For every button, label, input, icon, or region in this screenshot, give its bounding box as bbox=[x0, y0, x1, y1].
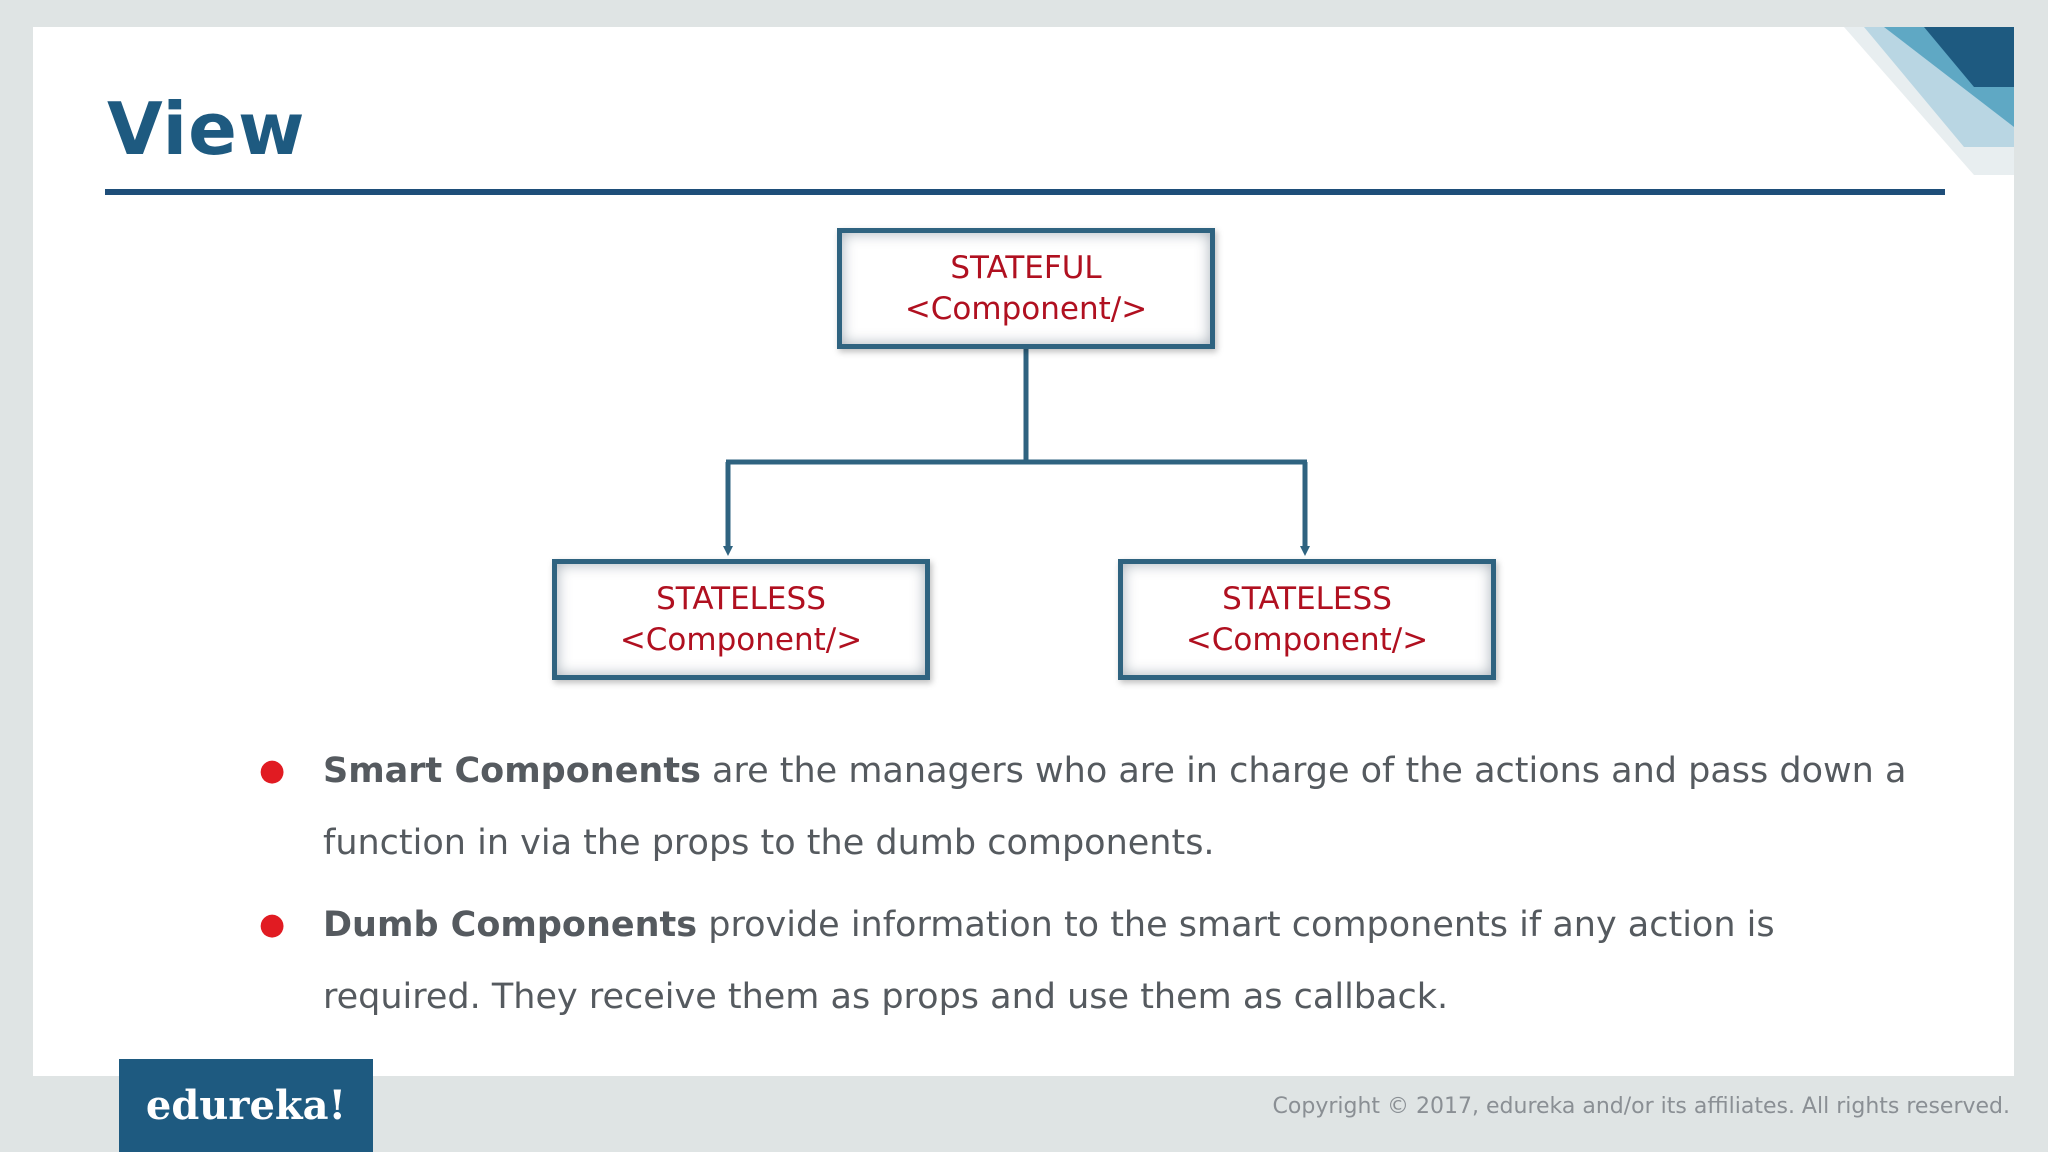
bullet-term: Smart Components bbox=[323, 751, 701, 791]
page-title: View bbox=[107, 87, 306, 171]
bullet-list: ● Smart Components are the managers who … bbox=[223, 735, 1943, 1043]
bullet-dot-icon: ● bbox=[259, 753, 286, 788]
bullet-item: ● Dumb Components provide information to… bbox=[223, 889, 1943, 1033]
bullet-text: provide information to the smart compone… bbox=[323, 905, 1775, 1017]
edureka-logo: edureka! bbox=[119, 1059, 373, 1152]
box-sublabel: <Component/> bbox=[1185, 621, 1429, 658]
stateless-component-box-left: STATELESS <Component/> bbox=[552, 559, 930, 680]
bullet-dot-icon: ● bbox=[259, 907, 286, 942]
stateful-component-box: STATEFUL <Component/> bbox=[837, 228, 1215, 349]
bullet-term: Dumb Components bbox=[323, 905, 698, 945]
stateless-component-box-right: STATELESS <Component/> bbox=[1118, 559, 1496, 680]
box-sublabel: <Component/> bbox=[619, 621, 863, 658]
box-label: STATELESS bbox=[1222, 580, 1392, 617]
box-sublabel: <Component/> bbox=[904, 290, 1148, 327]
title-divider bbox=[105, 189, 1945, 195]
box-label: STATEFUL bbox=[950, 249, 1102, 286]
box-label: STATELESS bbox=[656, 580, 826, 617]
bullet-text: are the managers who are in charge of th… bbox=[323, 751, 1907, 863]
copyright-notice: Copyright © 2017, edureka and/or its aff… bbox=[1272, 1094, 2010, 1119]
slide: View STATEFUL <Component/> STATELESS <Co… bbox=[33, 27, 2014, 1076]
corner-decoration bbox=[1844, 27, 2014, 175]
hierarchy-connectors bbox=[723, 349, 1310, 556]
bullet-item: ● Smart Components are the managers who … bbox=[223, 735, 1943, 879]
